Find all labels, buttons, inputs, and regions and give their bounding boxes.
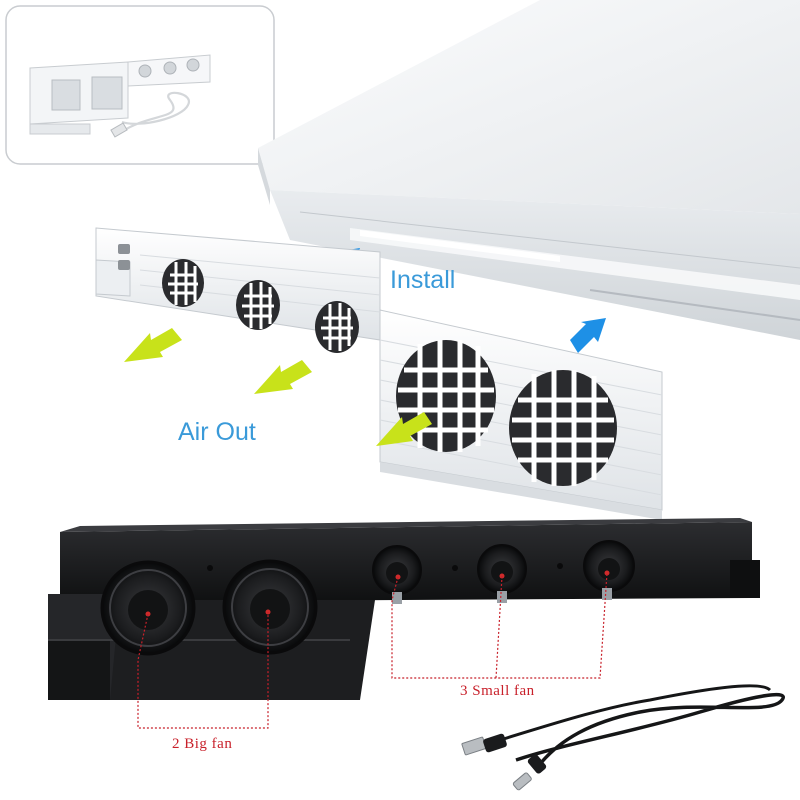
game-console xyxy=(258,0,800,340)
black-small-fan xyxy=(372,545,422,604)
black-small-fan xyxy=(583,540,635,600)
inset-white-fan-unit xyxy=(29,54,211,135)
big-fan-label: 2 Big fan xyxy=(172,736,233,752)
black-big-fan xyxy=(222,559,318,655)
white-small-fan xyxy=(162,259,204,307)
small-fan-label: 3 Small fan xyxy=(460,683,535,699)
inset-usb-cable xyxy=(110,91,190,138)
white-cooling-fan-unit xyxy=(95,227,663,520)
small-fan-callout xyxy=(391,572,608,679)
black-big-fan xyxy=(100,560,196,656)
install-arrow-right xyxy=(570,318,606,353)
black-small-fan xyxy=(477,544,527,603)
air-out-label: Air Out xyxy=(178,418,256,446)
inset-panel xyxy=(5,5,275,165)
install-label: Install xyxy=(390,266,456,294)
white-small-fan xyxy=(236,280,280,330)
air-out-arrow xyxy=(124,328,182,362)
white-big-fan xyxy=(509,370,617,486)
usb-plug-icon xyxy=(461,733,507,756)
usb-cable xyxy=(461,684,785,791)
air-out-arrow xyxy=(376,412,432,446)
white-small-fan xyxy=(315,301,359,353)
dc-plug-icon xyxy=(512,754,547,791)
black-cooling-fan-unit xyxy=(48,518,760,700)
air-out-arrow xyxy=(254,360,312,394)
